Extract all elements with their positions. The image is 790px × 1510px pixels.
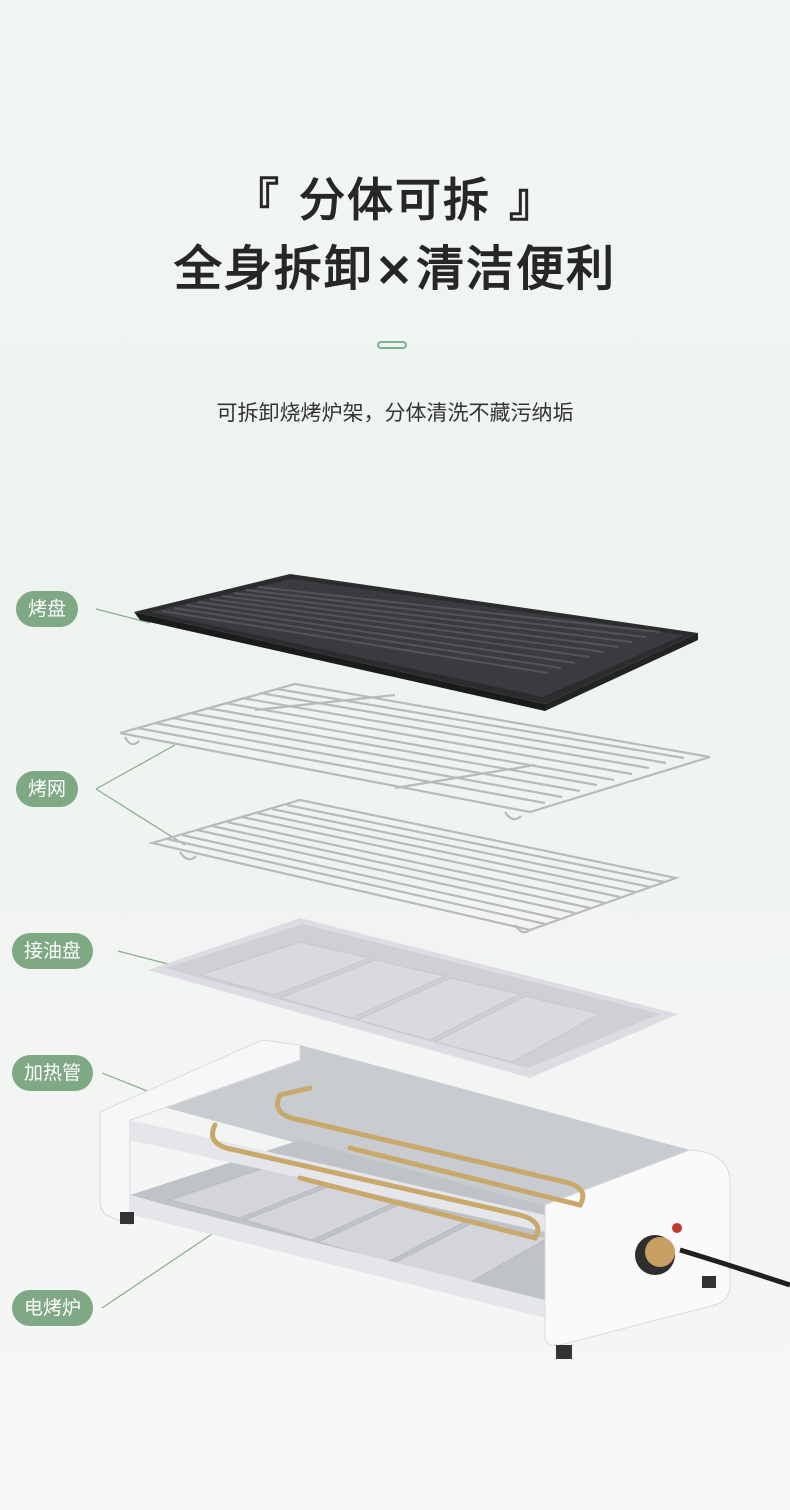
divider-decoration: [377, 341, 407, 349]
part-label-grill-plate: 烤盘: [16, 591, 79, 627]
headline-title: 『 分体可拆 』: [232, 173, 558, 227]
drip-tray-graphic: [148, 918, 678, 1078]
part-label-electric-oven: 电烤炉: [12, 1290, 94, 1326]
upper-rack-graphic: [119, 682, 711, 821]
grill-plate-graphic: [134, 574, 698, 711]
part-label-heating-tube: 加热管: [12, 1055, 94, 1091]
part-label-grill-rack: 烤网: [16, 771, 79, 807]
grill-base-graphic: [99, 1039, 790, 1359]
feature-description: 可拆卸烧烤炉架，分体清洗不藏污纳垢: [216, 401, 574, 425]
part-label-drip-tray: 接油盘: [12, 933, 94, 969]
lower-rack-graphic: [147, 798, 681, 934]
headline-subtitle: 全身拆卸×清洁便利: [173, 241, 617, 297]
